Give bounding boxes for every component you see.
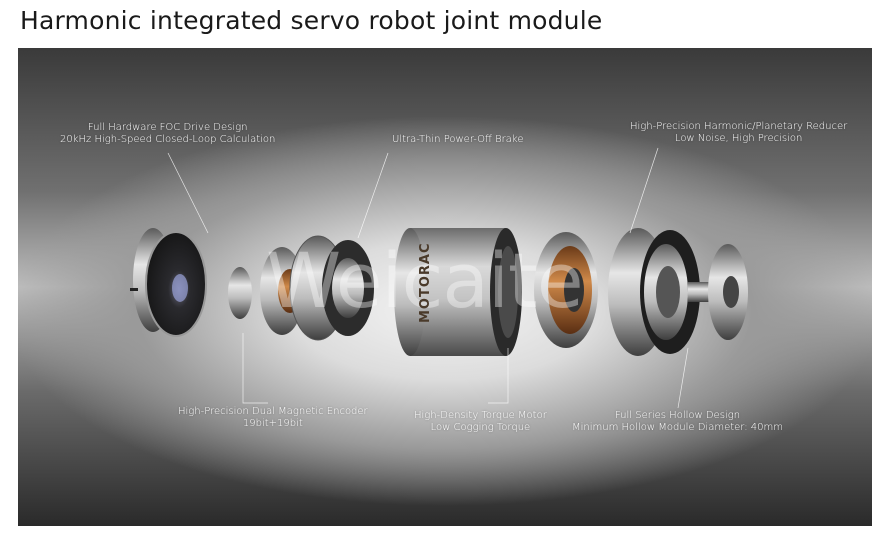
callout-drive-line2: 20kHz High-Speed Closed-Loop Calculation bbox=[60, 134, 276, 145]
callout-encoder: High-Precision Dual Magnetic Encoder 19b… bbox=[178, 406, 368, 430]
callout-hollow: Full Series Hollow Design Minimum Hollow… bbox=[572, 410, 783, 434]
callout-brake: Ultra-Thin Power-Off Brake bbox=[392, 134, 523, 146]
exploded-module-illustration bbox=[130, 147, 748, 409]
harmonic-reducer bbox=[608, 228, 700, 356]
output-flange bbox=[688, 244, 748, 340]
housing-brand-logo: MOTORAC bbox=[418, 242, 433, 323]
drive-board bbox=[130, 228, 207, 337]
callout-brake-line1: Ultra-Thin Power-Off Brake bbox=[392, 134, 524, 145]
callout-motor-line2: Low Cogging Torque bbox=[430, 422, 531, 433]
callout-encoder-line2: 19bit+19bit bbox=[242, 418, 303, 429]
callout-hollow-line2: Minimum Hollow Module Diameter: 40mm bbox=[572, 422, 783, 433]
product-image: Weicaite MOTORAC Full Hardware FOC Drive… bbox=[18, 48, 872, 526]
callout-encoder-line1: High-Precision Dual Magnetic Encoder bbox=[178, 406, 368, 417]
torque-motor bbox=[534, 232, 598, 348]
callout-hollow-line1: Full Series Hollow Design bbox=[614, 410, 741, 421]
callout-drive-line1: Full Hardware FOC Drive Design bbox=[87, 122, 248, 133]
callout-reducer: High-Precision Harmonic/Planetary Reduce… bbox=[630, 121, 847, 145]
motor-housing bbox=[394, 228, 522, 356]
callout-reducer-line1: High-Precision Harmonic/Planetary Reduce… bbox=[630, 121, 848, 132]
callout-leaders bbox=[167, 147, 689, 409]
callout-drive: Full Hardware FOC Drive Design 20kHz Hig… bbox=[60, 122, 275, 146]
encoder-assembly bbox=[228, 235, 374, 341]
page-title: Harmonic integrated servo robot joint mo… bbox=[20, 6, 603, 35]
callout-reducer-line2: Low Noise, High Precision bbox=[674, 133, 803, 144]
callout-motor-line1: High-Density Torque Motor bbox=[414, 410, 547, 421]
callout-motor: High-Density Torque Motor Low Cogging To… bbox=[414, 410, 547, 434]
